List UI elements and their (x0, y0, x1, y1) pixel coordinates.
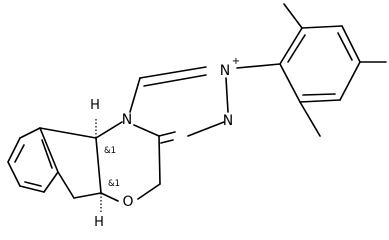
stereo-labels: &1 &1 (104, 146, 120, 189)
stereo-hydrogen-bonds (95, 117, 102, 213)
chemical-structure: N N + N O H H &1 &1 (7, 3, 387, 230)
atom-h-upper: H (90, 98, 100, 113)
atom-labels: N N + N O H H (90, 56, 240, 230)
stereo-label-lower: &1 (108, 179, 120, 189)
atom-n-ring-bottom: N (223, 113, 233, 129)
atom-h-lower: H (94, 215, 104, 230)
atom-o-ring: O (122, 194, 133, 210)
atom-n-ring-left: N (122, 112, 132, 128)
stereo-label-upper: &1 (104, 146, 116, 156)
atom-n-plus-sign: + (232, 56, 240, 67)
bonds (7, 3, 387, 202)
atom-n-ring-top: N (220, 63, 230, 79)
